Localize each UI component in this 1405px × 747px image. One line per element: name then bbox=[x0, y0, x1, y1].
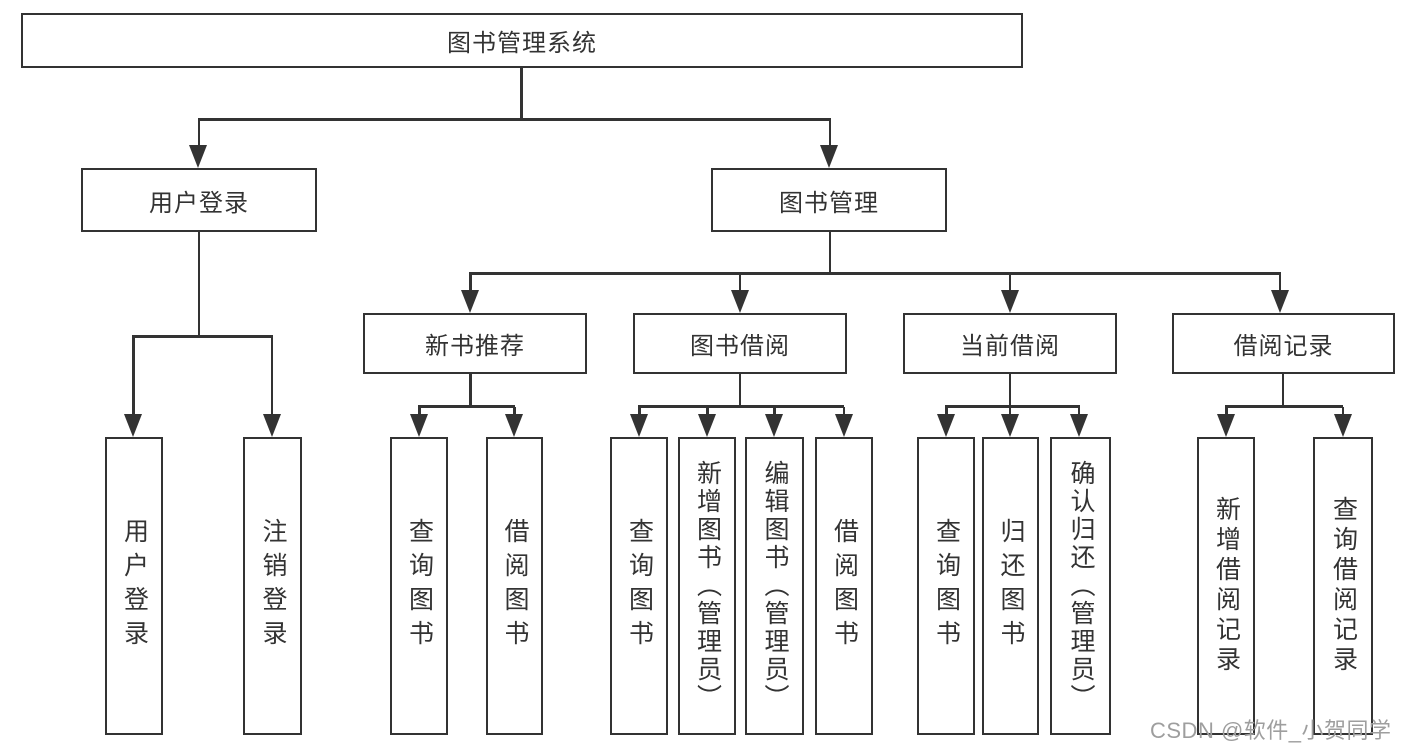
leaf-logout: 注销登录 bbox=[243, 437, 302, 735]
node-borrow-record: 借阅记录 bbox=[1172, 313, 1395, 374]
connector-line bbox=[513, 407, 516, 415]
connector-line bbox=[738, 274, 741, 291]
connector-line bbox=[738, 374, 741, 405]
arrow-down-icon bbox=[189, 145, 207, 168]
connector-line bbox=[842, 407, 845, 415]
connector-line bbox=[1341, 407, 1344, 415]
arrow-down-icon bbox=[835, 414, 853, 437]
connector-line bbox=[270, 337, 273, 414]
leaf-label: 查询图书 bbox=[405, 518, 434, 654]
node-user-login-group: 用户登录 bbox=[81, 168, 317, 232]
leaf-label: 查询图书 bbox=[932, 518, 961, 654]
node-library-system-root: 图书管理系统 bbox=[21, 13, 1023, 68]
arrow-down-icon bbox=[937, 414, 955, 437]
connector-line bbox=[1225, 407, 1228, 415]
connector-line bbox=[773, 407, 776, 415]
connector-line bbox=[1008, 407, 1011, 415]
arrow-down-icon bbox=[1001, 290, 1019, 313]
connector-line bbox=[132, 337, 135, 414]
connector-line bbox=[1281, 374, 1284, 405]
leaf-query-book-current: 查询图书 bbox=[917, 437, 975, 735]
connector-line bbox=[1077, 407, 1080, 415]
connector-line bbox=[469, 374, 472, 405]
connector-line bbox=[1278, 274, 1281, 291]
csdn-watermark: CSDN @软件_小贺同学 bbox=[1150, 718, 1392, 743]
arrow-down-icon bbox=[1217, 414, 1235, 437]
arrow-down-icon bbox=[1070, 414, 1088, 437]
arrow-down-icon bbox=[820, 145, 838, 168]
leaf-label: 用户登录 bbox=[120, 518, 149, 654]
connector-line bbox=[945, 405, 1080, 408]
connector-level3-bar bbox=[469, 272, 1281, 275]
leaf-label: 注销登录 bbox=[259, 518, 287, 654]
node-book-borrow: 图书借阅 bbox=[633, 313, 847, 374]
leaf-query-book-recommend: 查询图书 bbox=[390, 437, 448, 735]
connector-line bbox=[418, 407, 421, 415]
leaf-query-book-borrow: 查询图书 bbox=[610, 437, 668, 735]
leaf-add-book-admin: 新增图书（管理员） bbox=[678, 437, 736, 735]
connector-line bbox=[945, 407, 948, 415]
arrow-down-icon bbox=[505, 414, 523, 437]
connector-user-login-stem bbox=[197, 232, 200, 335]
connector-line bbox=[706, 407, 709, 415]
arrow-down-icon bbox=[263, 414, 281, 437]
leaf-add-borrow-record: 新增借阅记录 bbox=[1197, 437, 1255, 735]
arrow-down-icon bbox=[698, 414, 716, 437]
connector-line bbox=[638, 405, 844, 408]
arrow-down-icon bbox=[124, 414, 142, 437]
leaf-label: 编辑图书（管理员） bbox=[761, 460, 789, 712]
node-new-book-recommend: 新书推荐 bbox=[363, 313, 587, 374]
connector-line bbox=[1008, 274, 1011, 291]
node-book-mgmt-group: 图书管理 bbox=[711, 168, 947, 232]
arrow-down-icon bbox=[461, 290, 479, 313]
arrow-down-icon bbox=[1334, 414, 1352, 437]
arrow-down-icon bbox=[410, 414, 428, 437]
connector-line bbox=[418, 405, 515, 408]
arrow-down-icon bbox=[1271, 290, 1289, 313]
connector-level2-bar bbox=[197, 118, 831, 121]
leaf-label: 借阅图书 bbox=[830, 518, 859, 654]
arrow-down-icon bbox=[1001, 414, 1019, 437]
connector-line bbox=[1008, 374, 1011, 405]
arrow-down-icon bbox=[630, 414, 648, 437]
node-current-borrow: 当前借阅 bbox=[903, 313, 1117, 374]
arrow-down-icon bbox=[765, 414, 783, 437]
leaf-label: 查询图书 bbox=[625, 518, 654, 654]
leaf-label: 新增借阅记录 bbox=[1212, 496, 1241, 676]
connector-line bbox=[197, 120, 200, 146]
leaf-confirm-return-admin: 确认归还（管理员） bbox=[1050, 437, 1111, 735]
leaf-label: 新增图书（管理员） bbox=[693, 460, 722, 712]
connector-line bbox=[469, 274, 472, 291]
leaf-label: 借阅图书 bbox=[501, 518, 529, 654]
connector-book-mgmt-stem bbox=[828, 232, 831, 272]
leaf-borrow-book-recommend: 借阅图书 bbox=[486, 437, 543, 735]
leaf-label: 确认归还（管理员） bbox=[1067, 460, 1095, 712]
connector-line bbox=[828, 120, 831, 146]
connector-user-login-bar bbox=[132, 335, 273, 338]
connector-line bbox=[1225, 405, 1343, 408]
leaf-label: 查询借阅记录 bbox=[1329, 496, 1358, 676]
leaf-query-borrow-record: 查询借阅记录 bbox=[1313, 437, 1373, 735]
leaf-user-login: 用户登录 bbox=[105, 437, 163, 735]
leaf-borrow-book: 借阅图书 bbox=[815, 437, 873, 735]
connector-line bbox=[638, 407, 641, 415]
leaf-edit-book-admin: 编辑图书（管理员） bbox=[745, 437, 804, 735]
leaf-label: 归还图书 bbox=[997, 518, 1025, 654]
arrow-down-icon bbox=[731, 290, 749, 313]
connector-root-stem bbox=[520, 68, 523, 118]
leaf-return-book: 归还图书 bbox=[982, 437, 1039, 735]
